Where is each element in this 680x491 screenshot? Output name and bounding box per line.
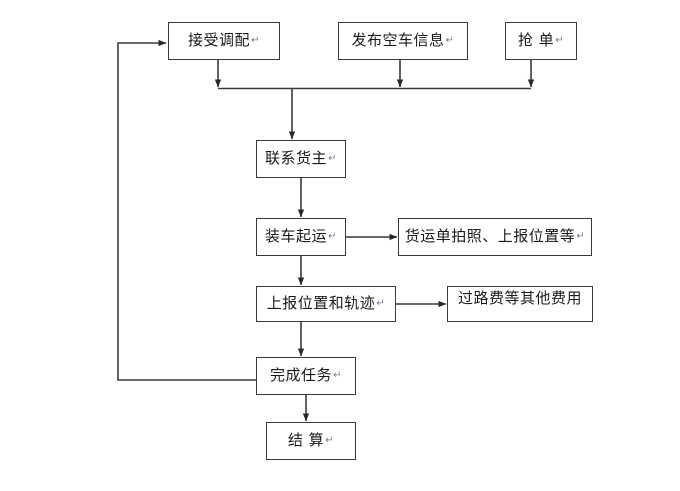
return-mark-icon: ↵	[576, 231, 586, 243]
node-report-position[interactable]: 上报位置和轨迹↵	[256, 286, 396, 322]
node-label: 联系货主	[265, 149, 328, 168]
return-mark-icon: ↵	[333, 370, 342, 382]
edge-finish-to-accept	[117, 39, 256, 381]
node-publish-empty-car[interactable]: 发布空车信息↵	[338, 22, 468, 60]
node-grab-order[interactable]: 抢 单↵	[505, 22, 577, 60]
return-mark-icon: ↵	[325, 435, 335, 447]
node-label: 发布空车信息	[351, 31, 445, 50]
node-finish-task[interactable]: 完成任务↵	[256, 357, 356, 395]
return-mark-icon: ↵	[555, 35, 565, 47]
node-label: 上报位置和轨迹	[266, 294, 376, 313]
node-toll-other-fees[interactable]: 过路费等其他费用	[447, 286, 593, 322]
node-label: 装车起运	[265, 227, 328, 246]
node-label: 完成任务	[270, 366, 333, 385]
return-mark-icon: ↵	[328, 231, 337, 243]
node-load-and-depart[interactable]: 装车起运↵	[256, 218, 346, 256]
node-settlement[interactable]: 结 算↵	[266, 422, 356, 460]
return-mark-icon: ↵	[445, 35, 455, 47]
node-label: 接受调配	[188, 31, 251, 50]
node-accept-dispatch[interactable]: 接受调配↵	[168, 22, 280, 60]
node-label: 过路费等其他费用	[457, 289, 582, 307]
node-label: 结 算	[287, 431, 325, 450]
node-contact-shipper[interactable]: 联系货主↵	[256, 140, 346, 178]
node-label: 货运单拍照、上报位置等	[404, 227, 576, 246]
return-mark-icon: ↵	[251, 35, 260, 47]
node-freight-photo[interactable]: 货运单拍照、上报位置等↵	[398, 218, 592, 256]
return-mark-icon: ↵	[376, 298, 386, 310]
node-label: 抢 单	[517, 31, 555, 50]
return-mark-icon: ↵	[328, 153, 337, 165]
